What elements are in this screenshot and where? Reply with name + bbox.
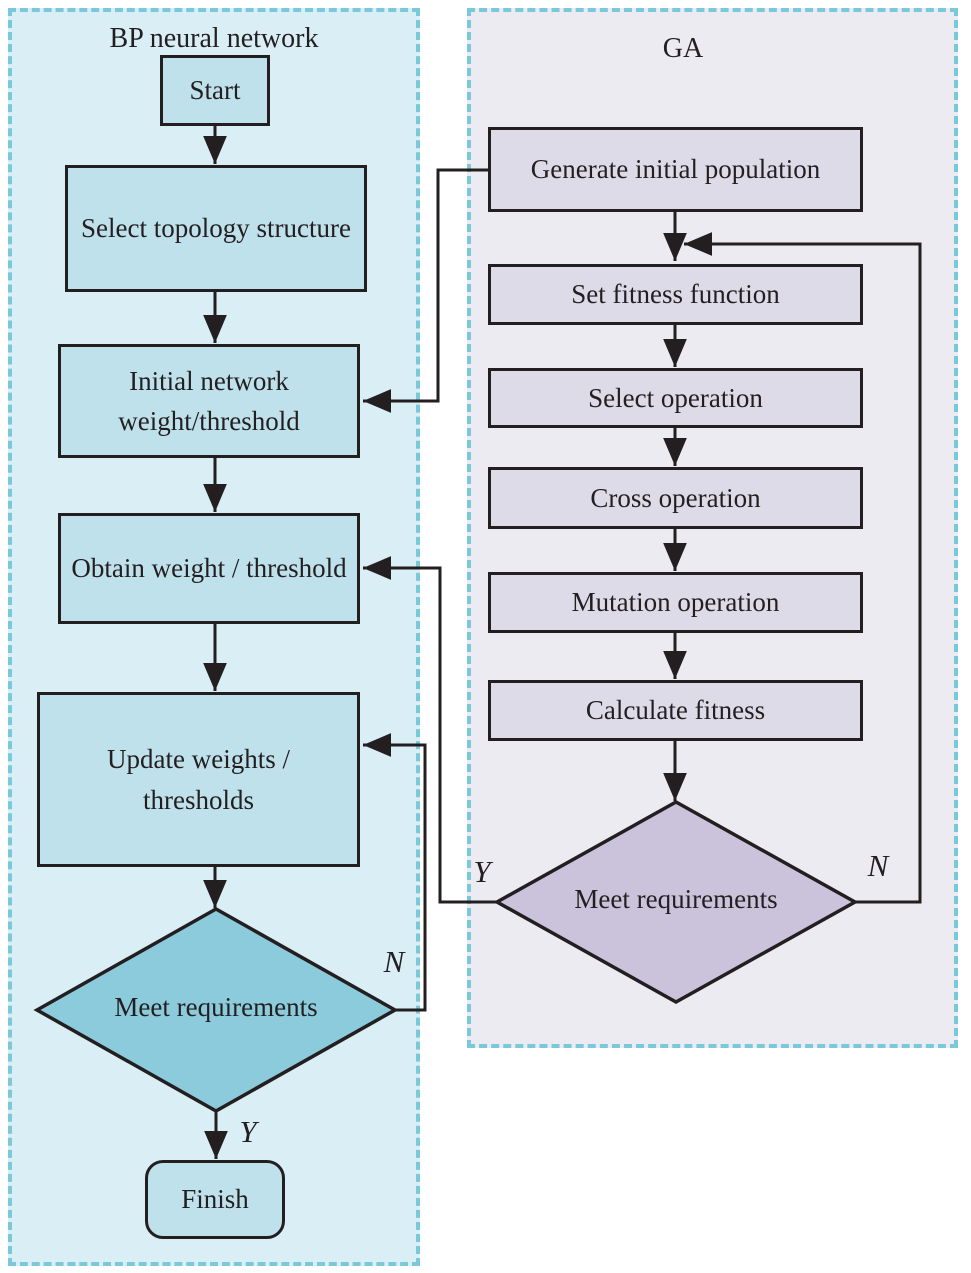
- node-obtain-weight-threshold-label: Obtain weight / threshold: [71, 553, 347, 584]
- node-mutation-operation: Mutation operation: [488, 572, 863, 633]
- node-select-topology: Select topology structure: [65, 165, 367, 292]
- node-cross-operation-label: Cross operation: [590, 482, 761, 513]
- link-generate-to-initial: [363, 168, 488, 413]
- node-finish-label: Finish: [181, 1184, 249, 1215]
- node-initial-weight-threshold-label: Initial network weight/threshold: [118, 365, 300, 437]
- node-start-label: Start: [189, 75, 241, 106]
- bp-group-title: BP neural network: [109, 23, 319, 54]
- node-select-topology-label: Select topology structure: [81, 213, 351, 244]
- node-start: Start: [160, 55, 270, 126]
- node-calculate-fitness-label: Calculate fitness: [585, 695, 766, 726]
- node-mutation-operation-label: Mutation operation: [571, 587, 780, 618]
- node-initial-weight-threshold: Initial network weight/threshold: [58, 344, 360, 458]
- arrow-lines: [203, 126, 922, 1159]
- node-set-fitness-function-label: Set fitness function: [571, 279, 780, 310]
- node-obtain-weight-threshold: Obtain weight / threshold: [58, 513, 360, 624]
- bp-branch-no-label: N: [383, 944, 405, 979]
- ga-group-title: GA: [662, 33, 704, 64]
- node-calculate-fitness: Calculate fitness: [488, 680, 863, 741]
- node-finish: Finish: [145, 1160, 285, 1239]
- node-update-weights-thresholds-label: Update weights / thresholds: [107, 744, 290, 815]
- bp-branch-yes-label: Y: [239, 1114, 257, 1149]
- node-generate-initial-population-label: Generate initial population: [530, 154, 821, 185]
- node-cross-operation: Cross operation: [488, 467, 863, 529]
- node-set-fitness-function: Set fitness function: [488, 264, 863, 325]
- node-update-weights-thresholds: Update weights / thresholds: [37, 692, 360, 867]
- ga-branch-no-label: N: [867, 848, 889, 883]
- node-generate-initial-population: Generate initial population: [488, 127, 863, 212]
- link-ga-yes-to-obtain: [363, 556, 497, 904]
- ga-branch-yes-label: Y: [473, 854, 491, 889]
- node-select-operation: Select operation: [488, 368, 863, 428]
- link-bp-no-to-update: [363, 733, 427, 1012]
- link-ga-no-loop: [684, 232, 922, 904]
- ga-decision-label: Meet requirements: [574, 884, 778, 914]
- bp-decision-label: Meet requirements: [114, 992, 318, 1022]
- node-select-operation-label: Select operation: [588, 382, 763, 413]
